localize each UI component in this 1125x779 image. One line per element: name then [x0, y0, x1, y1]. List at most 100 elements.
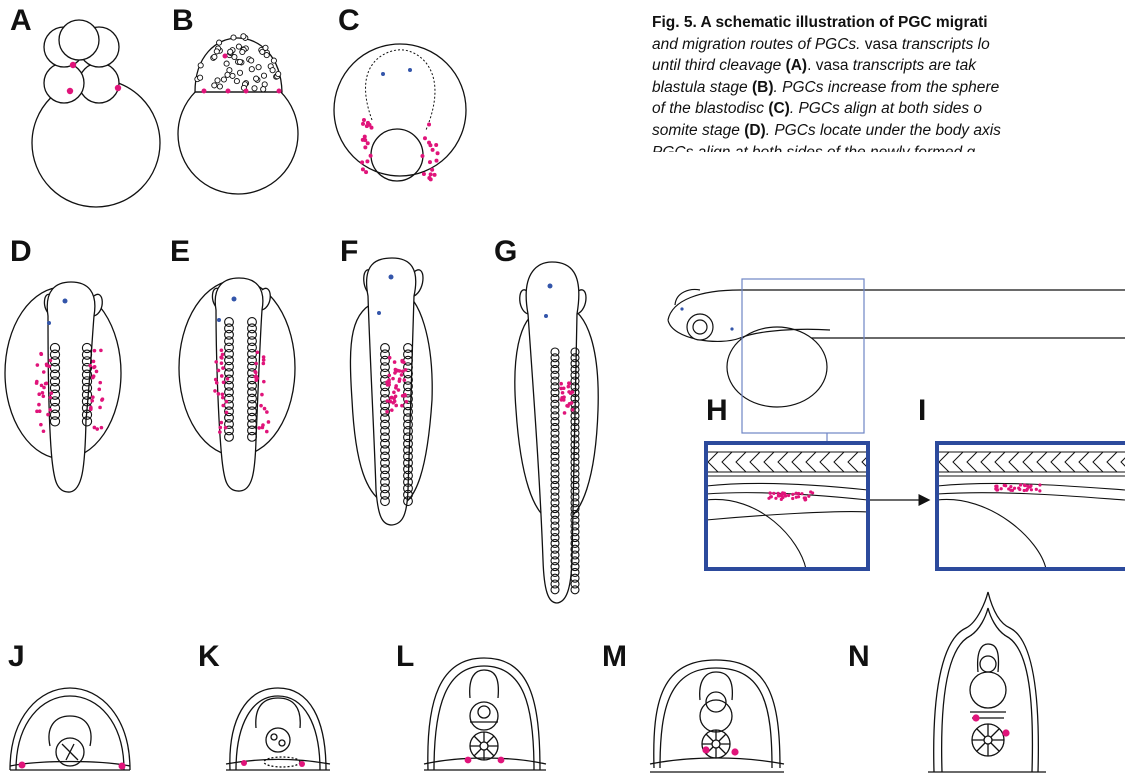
blastomere — [261, 73, 266, 78]
pgc-cell — [217, 392, 221, 396]
pgc-cell — [226, 89, 231, 94]
blastomere — [217, 84, 222, 89]
pgc-cell — [394, 394, 398, 398]
pgc-cell — [1004, 484, 1007, 487]
pgc-cell — [777, 494, 780, 497]
pgc-cell — [398, 369, 402, 373]
pgc-cell — [430, 168, 434, 172]
pgc-cell — [90, 399, 94, 403]
pgc-cell — [221, 366, 225, 370]
blastomere — [240, 49, 245, 54]
pgc-cell — [400, 404, 404, 408]
blastomere — [249, 67, 254, 72]
pgc-cell — [390, 408, 394, 412]
blastomere — [249, 58, 254, 63]
pgc-cell — [403, 394, 407, 398]
pgc-cell — [219, 421, 223, 425]
pgc-cell — [427, 123, 431, 127]
pgc-cell — [465, 757, 472, 764]
pgc-cell — [386, 399, 390, 403]
pgc-cell — [787, 494, 790, 497]
pgc-cell — [35, 381, 39, 385]
pgc-cell — [795, 492, 798, 495]
pgc-cell — [37, 403, 41, 407]
pgc-cell — [47, 364, 51, 368]
blastomere — [263, 45, 268, 50]
blastomere — [198, 63, 203, 68]
pgc-cell — [267, 420, 271, 424]
pgc-cell — [255, 377, 259, 381]
pgc-cell — [263, 407, 267, 411]
pgc-cell — [101, 397, 105, 401]
pgc-cell — [36, 363, 40, 367]
blastomere — [261, 87, 266, 92]
pgc-cell — [361, 167, 365, 171]
pgc-cell — [225, 411, 229, 415]
pgc-cell — [362, 118, 366, 122]
pgc-cell — [49, 359, 53, 363]
pgc-cell — [224, 426, 228, 430]
panel-a-embryo — [32, 20, 160, 207]
somite — [571, 586, 579, 594]
pgc-cell — [429, 172, 433, 176]
pgc-cell — [1023, 489, 1026, 492]
pgc-cell — [387, 380, 391, 384]
pgc-cell — [393, 399, 397, 403]
pgc-cell — [91, 395, 95, 399]
pgc-cell — [41, 391, 45, 395]
pgc-cell — [100, 426, 104, 430]
pgc-cell — [1017, 486, 1020, 489]
pgc-cell — [566, 404, 570, 408]
pgc-cell — [811, 491, 814, 494]
pgc-cell — [256, 350, 260, 354]
pgc-cell — [392, 391, 396, 395]
pgc-cell — [89, 406, 93, 410]
panel-n-section — [928, 592, 1046, 772]
pgc-cell — [731, 748, 738, 755]
pgc-cell — [98, 381, 102, 385]
blastomere — [225, 72, 230, 77]
blastomere — [234, 79, 239, 84]
pgc-cell — [791, 497, 794, 500]
pgc-cell — [98, 406, 102, 410]
pgc-cell — [560, 398, 564, 402]
blastomere — [231, 35, 236, 40]
pgc-cell — [1038, 489, 1041, 492]
pgc-cell — [218, 430, 222, 434]
pgc-cell — [1030, 488, 1033, 491]
panel-f-embryo — [350, 258, 432, 525]
pgc-cell — [400, 373, 404, 377]
pgc-cell — [361, 122, 365, 126]
panel-k-section — [226, 688, 330, 770]
pgc-cell — [498, 757, 505, 764]
pgc-cell — [807, 495, 810, 498]
pgc-cell — [241, 760, 247, 766]
pgc-cell — [220, 361, 224, 365]
pgc-cell — [299, 761, 305, 767]
pgc-cell — [48, 408, 52, 412]
pgc-cell — [262, 380, 266, 384]
pgc-cell — [429, 177, 433, 181]
blastomere — [212, 83, 217, 88]
panel-j-section — [10, 688, 130, 770]
pgc-cell — [218, 426, 222, 430]
panel-d-embryo — [5, 282, 121, 492]
blastomere — [270, 68, 275, 73]
blastomere — [271, 58, 276, 63]
blastomere — [215, 78, 220, 83]
blastomere — [221, 77, 226, 82]
pgc-cell — [559, 382, 563, 386]
pgc-cell — [40, 384, 44, 388]
pgc-cell — [221, 392, 225, 396]
panel-c-embryo — [334, 44, 466, 181]
pgc-cell — [398, 377, 402, 381]
pgc-cell — [217, 369, 221, 373]
blastomere — [241, 34, 246, 39]
pgc-cell — [768, 491, 771, 494]
panel-l-section — [424, 658, 546, 770]
pgc-cell — [1019, 483, 1022, 486]
pgc-cell — [213, 389, 217, 393]
pgc-cell — [434, 143, 438, 147]
